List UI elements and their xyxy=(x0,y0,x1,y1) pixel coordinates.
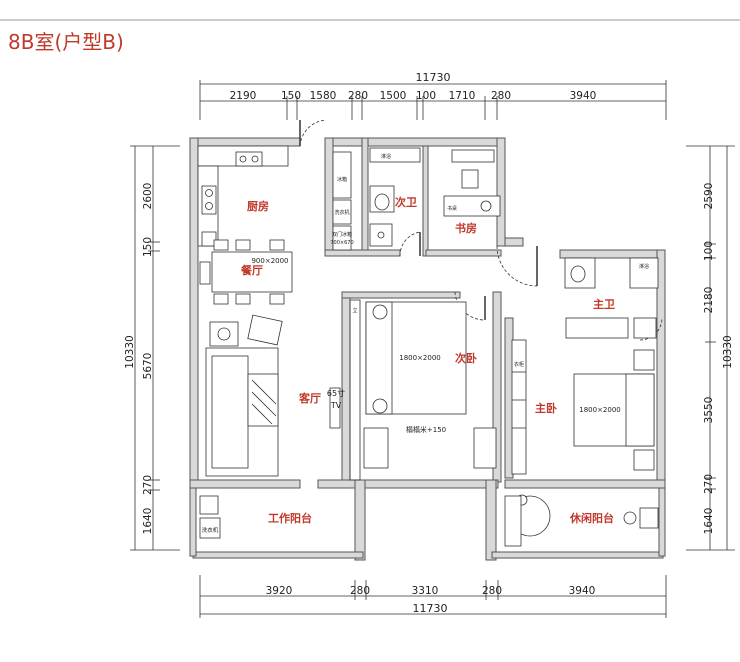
closet-label: 衣柜 xyxy=(514,361,524,368)
dim-top-7: 1710 xyxy=(449,90,476,102)
room-master-bedroom: 主卧 xyxy=(535,401,557,415)
shower-m-label: 淋浴 xyxy=(639,263,649,270)
dim-left-segments: 2600 150 5670 270 1640 10330 xyxy=(124,183,154,535)
dining-table-size: 900×2000 xyxy=(251,257,288,265)
fridge-label: 冰箱 xyxy=(337,176,347,183)
dim-left-4: 270 xyxy=(142,475,154,495)
dim-top-8: 280 xyxy=(491,90,511,102)
dim-right-1: 2590 xyxy=(703,183,715,210)
dim-right-segments: 2590 100 2180 3550 270 1640 10330 xyxy=(703,183,734,535)
washer-label: 洗衣机 xyxy=(202,526,219,534)
tatami-label: 榻榻米+150 xyxy=(406,425,446,434)
second-bedroom-furniture xyxy=(349,299,497,481)
small-fridge-label: 双门冰箱 xyxy=(332,231,352,238)
top-dimensions xyxy=(199,80,667,120)
dim-bottom-1: 3920 xyxy=(266,585,293,597)
dim-top-total: 11730 xyxy=(416,71,451,84)
tv-label: TV xyxy=(330,401,342,410)
dim-top-1: 2190 xyxy=(230,90,257,102)
dim-top-6: 100 xyxy=(416,90,436,102)
small-fridge-size: 700×670 xyxy=(330,240,353,246)
edge-label: 立 xyxy=(352,307,357,314)
walls xyxy=(189,137,666,561)
kitchen-counter xyxy=(197,145,289,247)
leisure-balcony-furniture xyxy=(504,494,659,547)
dining-table xyxy=(199,239,293,305)
dim-right-5: 270 xyxy=(703,474,715,494)
work-balcony-fixtures xyxy=(199,495,221,539)
room-work-balcony: 工作阳台 xyxy=(268,511,312,525)
master-bed-size: 1800×2000 xyxy=(579,406,621,414)
study-furniture xyxy=(443,149,501,217)
room-living: 客厅 xyxy=(298,391,321,405)
dim-top-3: 1580 xyxy=(310,90,337,102)
dim-bottom-segments: 3920 280 3310 280 3940 xyxy=(266,585,596,597)
dim-bottom-2: 280 xyxy=(350,585,370,597)
second-bed-size: 1800×2000 xyxy=(399,354,441,362)
dim-left-3: 5670 xyxy=(142,353,154,380)
dim-top-9: 3940 xyxy=(570,90,597,102)
dim-bottom-4: 280 xyxy=(482,585,502,597)
dim-top-2: 150 xyxy=(281,90,301,102)
room-kitchen: 厨房 xyxy=(247,199,269,213)
dim-left-total: 10330 xyxy=(124,335,136,368)
dim-bottom-5: 3940 xyxy=(569,585,596,597)
room-dining: 餐厅 xyxy=(240,263,263,277)
bottom-dimensions xyxy=(199,575,667,618)
dim-top-segments: 2190 150 1580 280 1500 100 1710 280 3940 xyxy=(230,90,597,102)
room-second-bedroom: 次卧 xyxy=(455,351,477,365)
room-master-bath: 主卫 xyxy=(593,297,615,311)
dim-right-3: 2180 xyxy=(703,287,715,314)
door-leaves xyxy=(299,120,538,320)
dim-bottom-total: 11730 xyxy=(413,602,448,615)
dim-right-4: 3550 xyxy=(703,397,715,424)
master-bath-fixtures xyxy=(564,257,659,339)
right-dimensions xyxy=(686,145,735,551)
shower-in-label: 淋浴 xyxy=(381,153,391,160)
left-dimensions xyxy=(130,145,180,551)
page-title: 8B室(户型B) xyxy=(8,30,124,54)
dim-left-2: 150 xyxy=(142,237,154,257)
master-bedroom-furniture xyxy=(511,339,655,475)
dim-right-6: 1640 xyxy=(703,508,715,535)
room-study: 书房 xyxy=(455,221,477,235)
dim-top-5: 1500 xyxy=(380,90,407,102)
living-furniture xyxy=(205,314,341,477)
desk-label: 书桌 xyxy=(447,205,457,212)
room-leisure-balcony: 休闲阳台 xyxy=(569,511,614,525)
dim-right-2: 100 xyxy=(703,241,715,261)
dim-left-5: 1640 xyxy=(142,508,154,535)
laundry-label: 洗衣机 xyxy=(334,209,349,216)
dim-bottom-3: 3310 xyxy=(412,585,439,597)
dim-left-1: 2600 xyxy=(142,183,154,210)
dim-top-4: 280 xyxy=(348,90,368,102)
tv-size: 65寸 xyxy=(327,388,345,398)
room-second-bath: 次卫 xyxy=(395,195,417,209)
dim-right-total: 10330 xyxy=(722,335,734,368)
second-bath-fixtures xyxy=(332,147,421,251)
